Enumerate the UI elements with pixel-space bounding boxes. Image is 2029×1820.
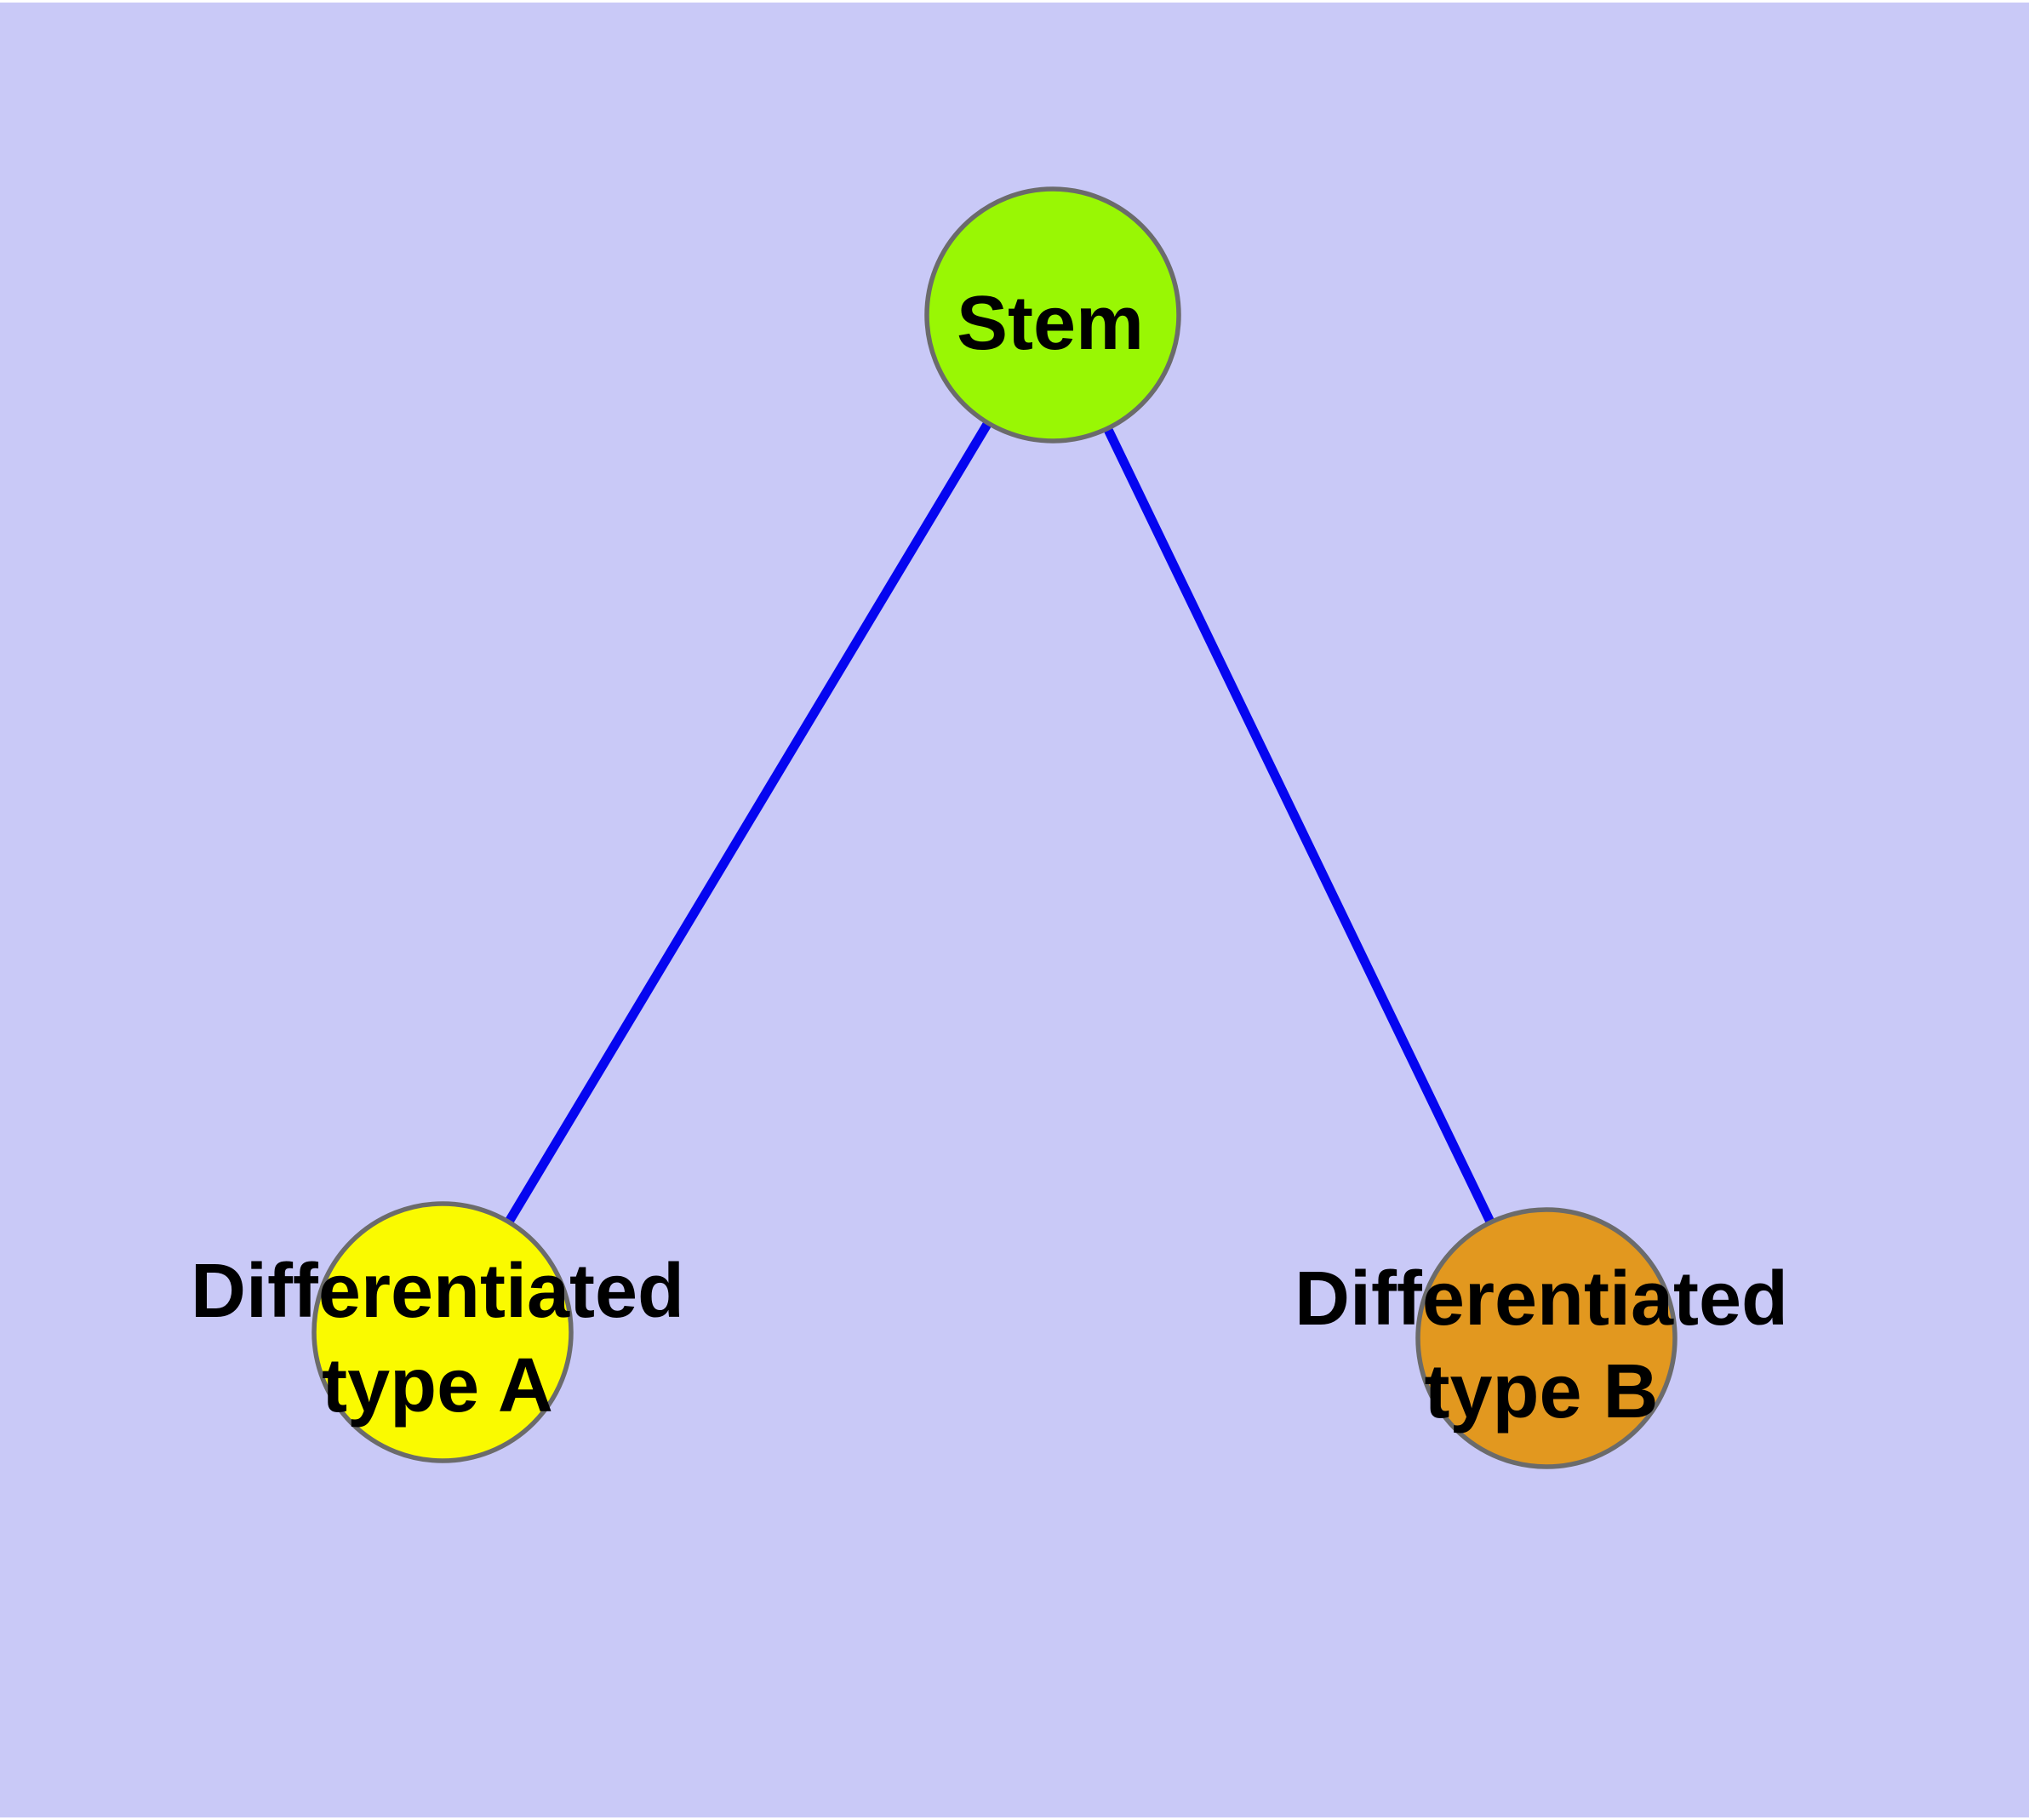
edge-stem-to-type-b bbox=[1049, 312, 1551, 1341]
node-type-a-label-line1: Differentiated bbox=[191, 1249, 684, 1334]
node-type-b-label-line1: Differentiated bbox=[1295, 1256, 1788, 1342]
edge-stem-to-type-a bbox=[438, 312, 1057, 1335]
node-stem-circle bbox=[924, 186, 1181, 444]
node-stem: Stem bbox=[924, 186, 1181, 444]
node-differentiated-type-a: Differentiated type A bbox=[191, 1201, 684, 1463]
node-type-b-label-line2: type B bbox=[1424, 1349, 1658, 1434]
node-type-b-circle bbox=[1415, 1207, 1677, 1469]
edge-layer bbox=[438, 312, 1551, 1341]
node-type-a-label-line2: type A bbox=[322, 1343, 553, 1428]
node-stem-label: Stem bbox=[957, 281, 1144, 366]
node-differentiated-type-b: Differentiated type B bbox=[1295, 1207, 1788, 1469]
node-type-a-circle bbox=[311, 1201, 574, 1463]
